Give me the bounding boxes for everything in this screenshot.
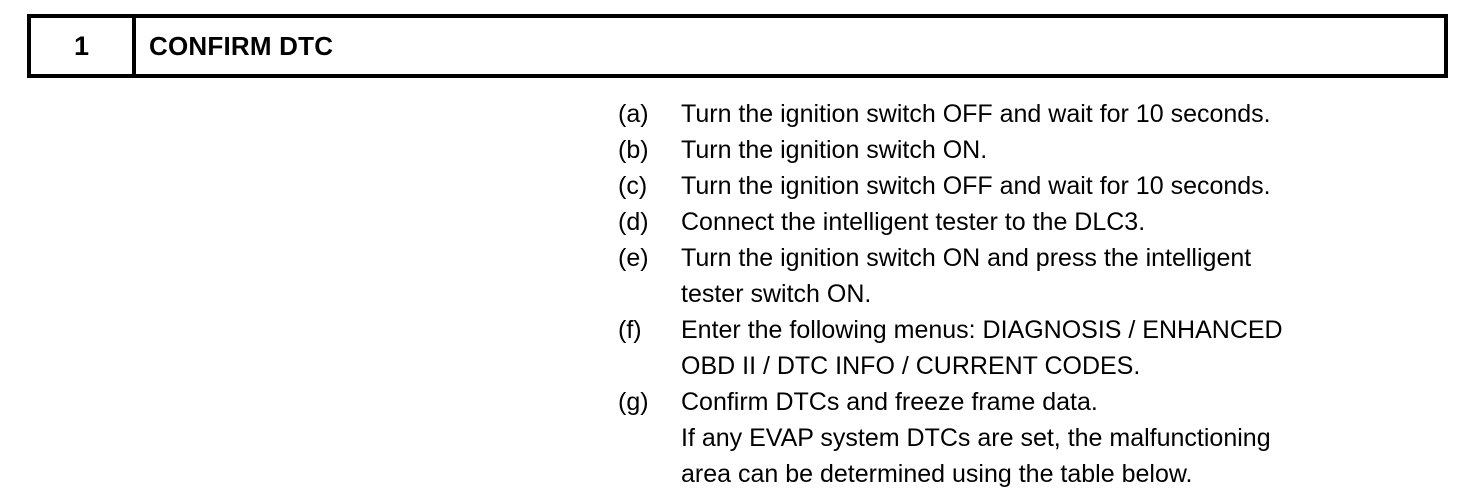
procedure-line: Confirm DTCs and freeze frame data.: [681, 388, 1098, 416]
procedure-item-c: (c) Turn the ignition switch OFF and wai…: [618, 168, 1452, 204]
procedure-text-d: Connect the intelligent tester to the DL…: [681, 204, 1452, 240]
procedure-item-d: (d) Connect the intelligent tester to th…: [618, 204, 1452, 240]
procedure-label-e: (e): [618, 244, 649, 272]
step-header-box: 1 CONFIRM DTC: [27, 14, 1448, 78]
procedure-text-f: Enter the following menus: DIAGNOSIS / E…: [681, 312, 1452, 384]
procedure-text-b: Turn the ignition switch ON.: [681, 132, 1452, 168]
procedure-line: Turn the ignition switch ON and press th…: [681, 244, 1252, 272]
procedure-item-f: (f) Enter the following menus: DIAGNOSIS…: [618, 312, 1452, 384]
procedure-line: Enter the following menus: DIAGNOSIS / E…: [681, 316, 1283, 344]
procedure-text-c: Turn the ignition switch OFF and wait fo…: [681, 168, 1452, 204]
procedure-line: OBD II / DTC INFO / CURRENT CODES.: [681, 352, 1141, 380]
procedure-label-c: (c): [618, 172, 648, 200]
procedure-text-a: Turn the ignition switch OFF and wait fo…: [681, 96, 1452, 132]
procedure-line: If any EVAP system DTCs are set, the mal…: [681, 424, 1271, 452]
procedure-label-a: (a): [618, 100, 649, 128]
procedure-line: tester switch ON.: [681, 280, 872, 308]
procedure-label-b: (b): [618, 136, 649, 164]
procedure-item-e: (e) Turn the ignition switch ON and pres…: [618, 240, 1452, 312]
step-number: 1: [73, 30, 90, 61]
procedure-line: Turn the ignition switch OFF and wait fo…: [681, 100, 1271, 128]
procedure-line: Connect the intelligent tester to the DL…: [681, 208, 1146, 236]
procedure-text-g: Confirm DTCs and freeze frame data. If a…: [681, 384, 1452, 492]
step-title: CONFIRM DTC: [149, 31, 334, 61]
procedure-item-a: (a) Turn the ignition switch OFF and wai…: [618, 96, 1452, 132]
procedure-label-d: (d): [618, 208, 649, 236]
procedure-line: area can be determined using the table b…: [681, 460, 1193, 488]
procedure-line: Turn the ignition switch OFF and wait fo…: [681, 172, 1271, 200]
procedure-line: Turn the ignition switch ON.: [681, 136, 988, 164]
procedure-item-g: (g) Confirm DTCs and freeze frame data. …: [618, 384, 1452, 492]
step-title-cell: CONFIRM DTC: [136, 18, 1444, 74]
procedure-label-g: (g): [618, 388, 649, 416]
procedure-list: (a) Turn the ignition switch OFF and wai…: [618, 96, 1452, 492]
step-number-cell: 1: [31, 18, 136, 74]
procedure-text-e: Turn the ignition switch ON and press th…: [681, 240, 1452, 312]
procedure-item-b: (b) Turn the ignition switch ON.: [618, 132, 1452, 168]
procedure-label-f: (f): [618, 316, 642, 344]
